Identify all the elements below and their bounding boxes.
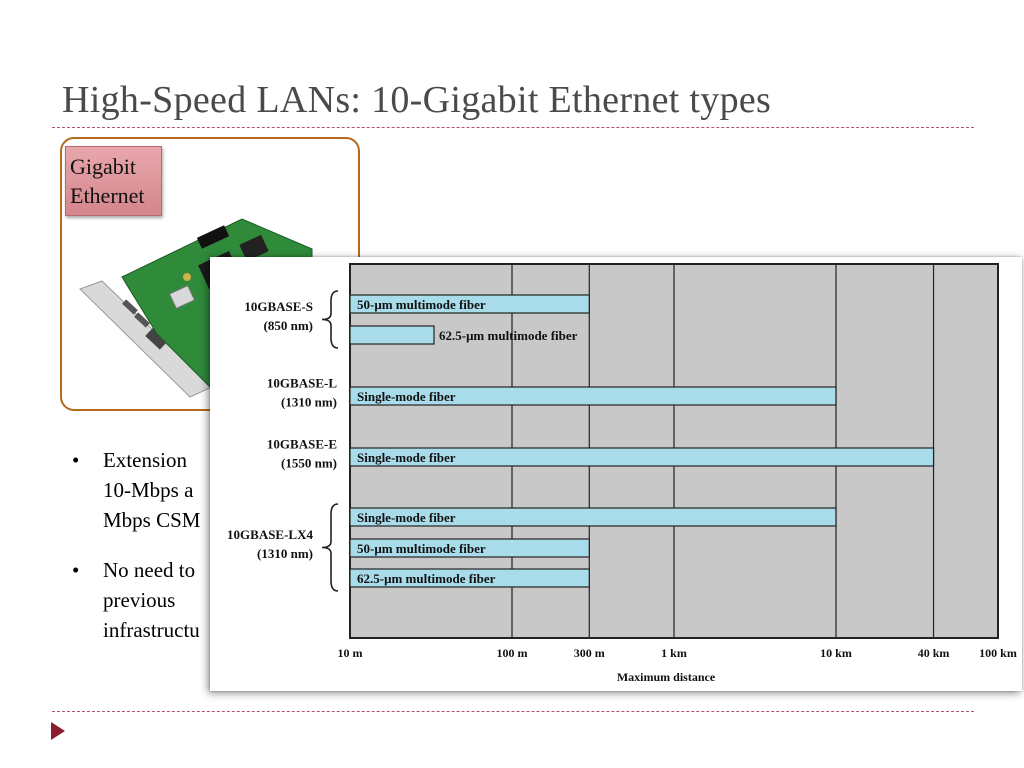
- x-tick-label: 40 km: [918, 646, 950, 660]
- bullet-item: • No need to previous infrastructu: [72, 555, 222, 645]
- bullet-item: • Extension 10-Mbps a Mbps CSM: [72, 445, 222, 535]
- bar: [349, 386, 837, 406]
- bar: [349, 447, 935, 467]
- bar: [349, 294, 590, 314]
- group-label: (1550 nm): [281, 456, 337, 471]
- bar-label: 62.5-μm multimode fiber: [357, 571, 496, 586]
- bullet-text-line: Extension: [103, 448, 187, 472]
- bar-label: 62.5-μm multimode fiber: [439, 328, 578, 343]
- distance-chart: 10 m 100 m 300 m 1 km 10 km 40 km 100 km Maximu…: [227, 263, 1017, 684]
- x-axis-title: Maximum distance: [617, 670, 716, 684]
- group-label: (1310 nm): [257, 546, 313, 561]
- bar-label: Single-mode fiber: [357, 510, 456, 525]
- bar: [349, 325, 435, 345]
- bullet-text-line: infrastructu: [103, 618, 200, 642]
- x-tick-label: 100 m: [497, 646, 528, 660]
- bar-label: Single-mode fiber: [357, 389, 456, 404]
- bar-label: Single-mode fiber: [357, 450, 456, 465]
- x-tick-label: 300 m: [574, 646, 605, 660]
- group-label: (850 nm): [264, 318, 313, 333]
- bar: [349, 568, 590, 588]
- play-arrow-icon[interactable]: [51, 722, 65, 740]
- group-brace: [321, 290, 339, 349]
- image-label: Gigabit Ethernet: [65, 146, 162, 216]
- slide-title: High-Speed LANs: 10-Gigabit Ethernet typ…: [62, 79, 772, 121]
- x-tick-label: 10 km: [820, 646, 852, 660]
- bar: [349, 538, 590, 558]
- bullet-text-line: 10-Mbps a: [103, 478, 194, 502]
- bullet-text-line: No need to: [103, 558, 196, 582]
- group-label: 10GBASE-LX4: [227, 527, 313, 542]
- group-brace: [321, 503, 339, 592]
- footer-divider: [52, 711, 974, 712]
- bullet-list: • Extension 10-Mbps a Mbps CSM • No need…: [72, 445, 222, 665]
- bullet-text-line: Mbps CSM: [103, 508, 201, 532]
- x-tick-label: 1 km: [661, 646, 687, 660]
- bullet-marker: •: [72, 448, 80, 472]
- bar-label: 50-μm multimode fiber: [357, 297, 486, 312]
- bullet-text-line: previous: [103, 588, 176, 612]
- distance-chart-panel: 10 m 100 m 300 m 1 km 10 km 40 km 100 km Maximu…: [210, 257, 1022, 691]
- group-label: 10GBASE-S: [244, 299, 313, 314]
- group-label: 10GBASE-L: [267, 376, 337, 391]
- bar-label: 50-μm multimode fiber: [357, 541, 486, 556]
- x-tick-label: 10 m: [338, 646, 363, 660]
- image-label-line: Ethernet: [70, 183, 145, 208]
- group-label: 10GBASE-E: [267, 437, 337, 452]
- x-tick-label: 100 km: [979, 646, 1017, 660]
- title-divider: [52, 127, 974, 128]
- image-label-line: Gigabit: [70, 154, 136, 179]
- bar: [349, 507, 837, 527]
- group-label: (1310 nm): [281, 395, 337, 410]
- bullet-marker: •: [72, 558, 80, 582]
